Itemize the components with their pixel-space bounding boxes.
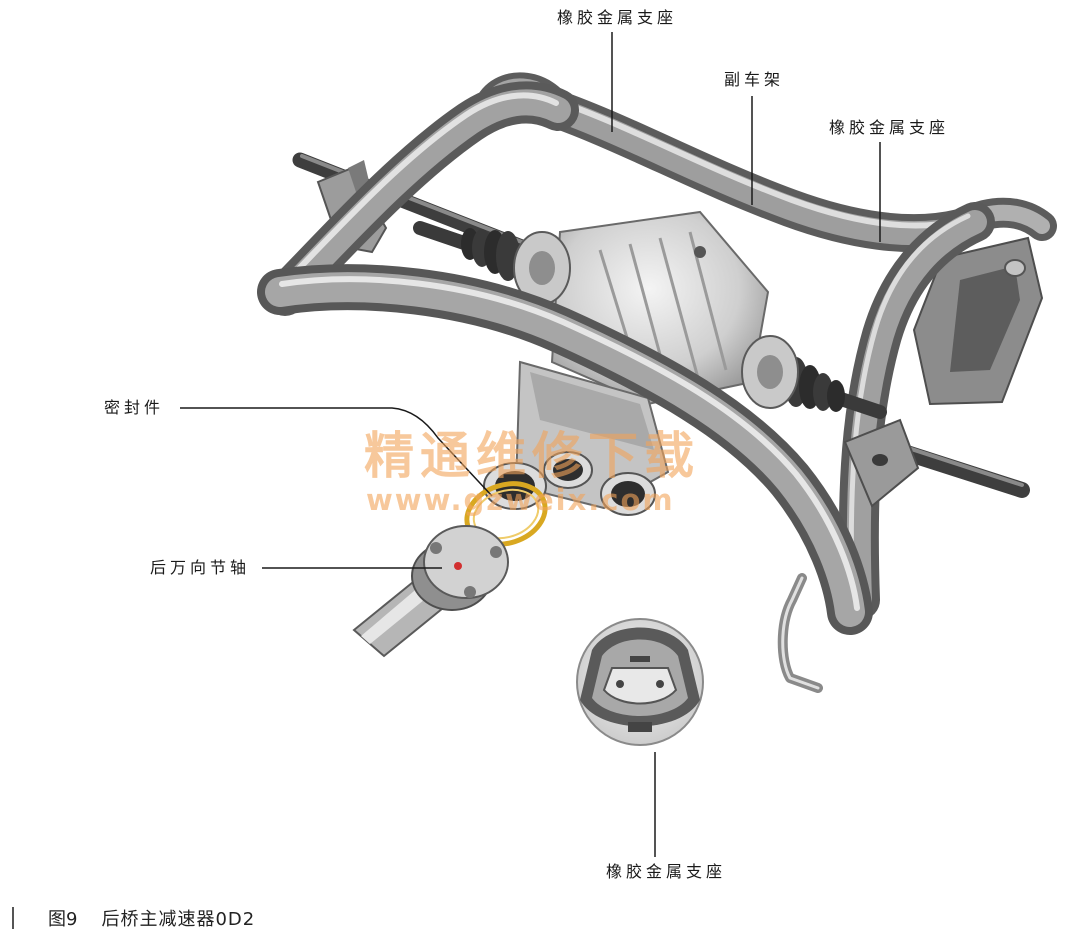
label-cardan-shaft: 后万向节轴 [150,558,251,577]
housing-breather [694,246,706,258]
label-mount-right: 橡胶金属支座 [829,118,950,137]
housing-rib [658,237,700,379]
housing-front-shade [530,372,654,450]
label-mount-top: 橡胶金属支座 [557,8,678,27]
right-boot-ridge [827,380,845,412]
mount-detail-inset [576,618,704,746]
subframe-right-tube-shade [846,210,987,612]
brake-pipe-highlight [781,576,820,690]
seal-ring-inner [472,488,540,540]
drive-shafts [413,221,887,419]
figure-caption: 图9 后桥主减速器0D2 [12,905,255,931]
front-crossmember-shade [265,272,865,627]
watermark-url: www.gzweix.com [366,483,675,517]
caption-title: 后桥主减速器0D2 [101,909,256,930]
mount-bushing-middle-core [553,459,583,481]
cardan-flange-bolt [430,542,442,554]
subframe-left-tube-highlight [277,92,559,291]
caption-number: 图9 [48,909,78,930]
right-side-bracket-hole [872,454,888,466]
label-subframe: 副车架 [724,70,785,89]
rear-cardan-shaft [352,525,509,658]
leader-lines [180,32,881,857]
cardan-flange-bolt [490,546,502,558]
label-seal: 密封件 [104,398,165,417]
left-cv-boot [461,228,520,281]
inset-bottom-tab [628,722,652,732]
subframe-right-tower-inner [950,266,1020,372]
cardan-flange-bolt [464,586,476,598]
subframe-right-tower-bolt [1004,259,1026,277]
right-output-flange-hub [757,355,783,389]
mount-bushing-right-core [611,481,645,507]
subframe-left-tube-shade [272,89,571,308]
inset-dot [616,680,624,688]
inset-dot [656,680,664,688]
cardan-shaft-tube-highlight [361,586,430,644]
front-crossmember-highlight [279,276,860,611]
label-mount-bottom: 橡胶金属支座 [606,862,727,881]
watermark-title: 精通维修下载 [364,427,700,485]
cardan-flange-center-mark [454,562,462,570]
inset-slot [630,656,650,662]
cardan-flange-face [423,525,509,599]
subframe-rear-crossmember-shade [533,93,972,246]
subframe-front-crossmember [257,264,873,635]
left-output-flange-hub [529,251,555,285]
subframe-right-tube-highlight [848,213,971,601]
caption-marker-bar [12,907,14,929]
subframe [264,72,1057,620]
leader-line-seal [180,407,493,497]
inset-inner-core [602,667,678,705]
